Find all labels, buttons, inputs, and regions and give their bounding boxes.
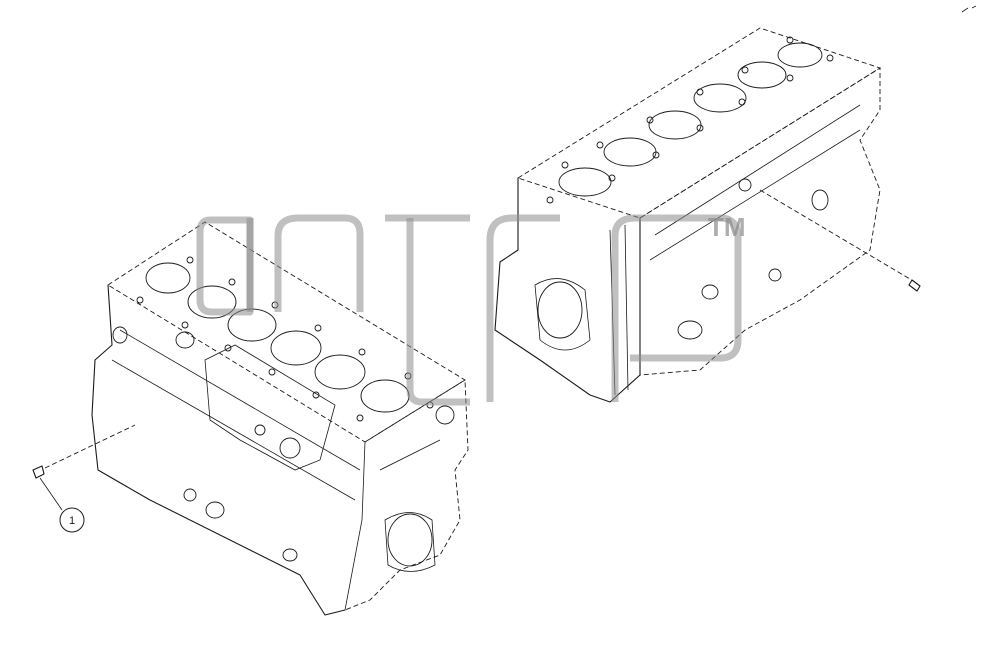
corner-mark — [961, 5, 977, 13]
callout-1-label: 1 — [69, 515, 75, 527]
trademark-mark: TM — [708, 212, 746, 242]
watermark-logo: TM — [196, 212, 746, 406]
callout-1: 1 — [59, 507, 85, 533]
engine-block-front — [32, 221, 469, 616]
